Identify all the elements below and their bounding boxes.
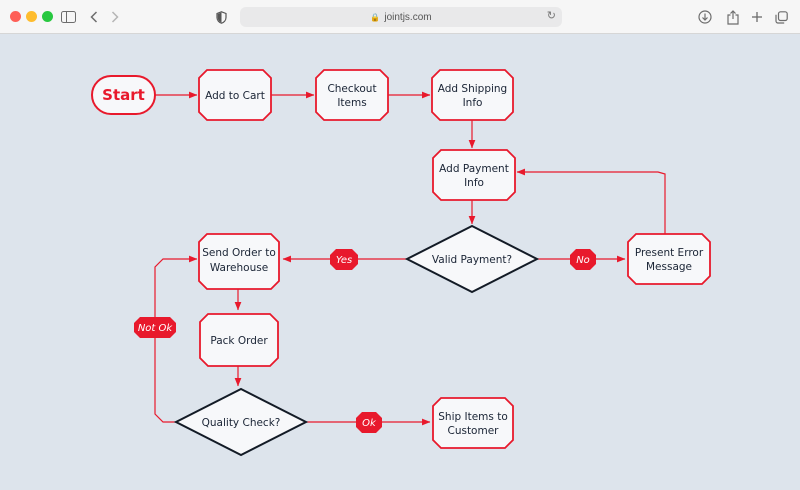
checkout-items-node[interactable]: Checkout Items <box>315 69 389 121</box>
share-icon[interactable] <box>725 7 741 27</box>
add-payment-info-node[interactable]: Add Payment Info <box>432 149 516 201</box>
pack-label: Pack Order <box>210 335 268 347</box>
back-icon[interactable] <box>87 7 101 27</box>
ship-items-to-customer-node[interactable]: Ship Items to Customer <box>432 397 514 449</box>
payment-label-line1: Add Payment <box>439 163 509 175</box>
send-label-line1: Send Order to <box>202 247 276 259</box>
add-shipping-info-node[interactable]: Add Shipping Info <box>431 69 514 121</box>
yes-label: Yes <box>336 255 352 266</box>
shipping-label-line1: Add Shipping <box>438 83 507 95</box>
start-node[interactable]: Start <box>91 75 156 115</box>
sidebar-icon[interactable] <box>58 7 78 27</box>
ship-label-line1: Ship Items to <box>438 411 508 423</box>
privacy-shield-icon[interactable] <box>214 7 228 27</box>
send-label-line2: Warehouse <box>210 262 268 274</box>
edge-quality-not-ok-to-send <box>154 255 198 423</box>
url-text: jointjs.com <box>384 11 432 23</box>
shipping-label-line2: Info <box>463 97 483 109</box>
edge-error-to-payment <box>516 168 666 234</box>
not-ok-badge: Not Ok <box>134 317 176 338</box>
new-tab-icon[interactable] <box>749 7 765 27</box>
download-icon[interactable] <box>697 7 713 27</box>
checkout-label-line1: Checkout <box>327 83 376 95</box>
payment-label-line2: Info <box>464 177 484 189</box>
tab-overview-icon[interactable] <box>773 7 789 27</box>
pack-order-node[interactable]: Pack Order <box>199 313 279 367</box>
quality-check-decision[interactable]: Quality Check? <box>173 387 309 457</box>
error-label-line1: Present Error <box>635 247 704 259</box>
error-label-line2: Message <box>646 261 692 273</box>
add-to-cart-node[interactable]: Add to Cart <box>198 69 272 121</box>
present-error-message-node[interactable]: Present Error Message <box>627 233 711 285</box>
add-to-cart-label: Add to Cart <box>205 90 265 102</box>
no-label: No <box>576 255 590 266</box>
lock-icon: 🔒 <box>370 12 381 22</box>
yes-badge: Yes <box>330 249 358 270</box>
flowchart-canvas: Start Add to Cart Checkout Items Add Shi… <box>91 69 711 457</box>
not-ok-label: Not Ok <box>138 323 174 334</box>
close-window-button[interactable] <box>10 11 21 22</box>
ok-badge: Ok <box>356 412 382 433</box>
valid-payment-label: Valid Payment? <box>432 254 512 266</box>
no-badge: No <box>570 249 596 270</box>
reload-icon[interactable]: ↻ <box>546 10 556 22</box>
ok-label: Ok <box>362 418 377 429</box>
start-label: Start <box>102 86 145 104</box>
forward-icon[interactable] <box>108 7 122 27</box>
quality-check-label: Quality Check? <box>202 417 281 429</box>
send-order-to-warehouse-node[interactable]: Send Order to Warehouse <box>198 233 280 290</box>
address-bar[interactable]: 🔒 jointjs.com ↻ <box>240 7 562 27</box>
maximize-window-button[interactable] <box>42 11 53 22</box>
valid-payment-decision[interactable]: Valid Payment? <box>404 224 540 294</box>
browser-toolbar: 🔒 jointjs.com ↻ <box>0 0 800 34</box>
minimize-window-button[interactable] <box>26 11 37 22</box>
checkout-label-line2: Items <box>337 97 366 109</box>
ship-label-line2: Customer <box>447 425 499 437</box>
